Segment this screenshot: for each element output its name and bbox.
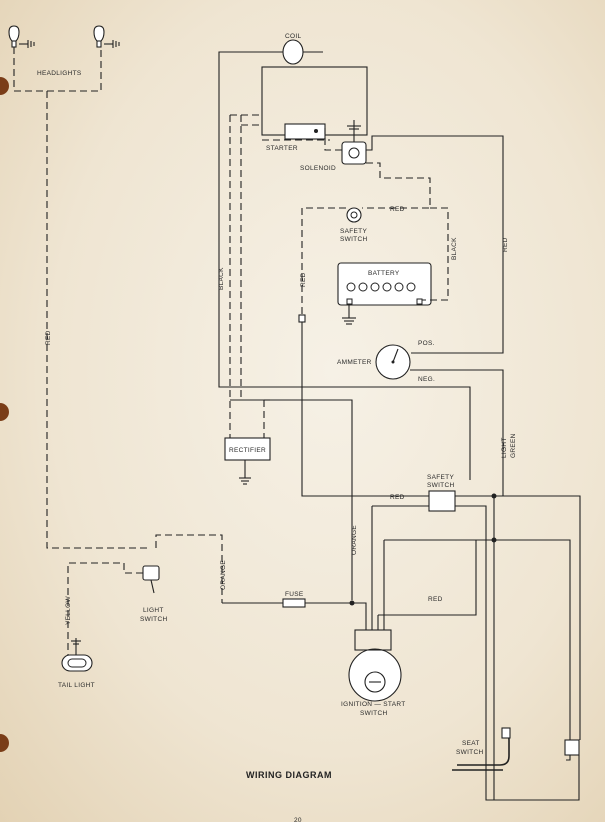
safety-switch-mid-icon — [428, 490, 456, 512]
ignition-start-switch-icon — [348, 648, 402, 702]
safety-switch-mid-label-2: SWITCH — [427, 482, 454, 489]
headlights-label: HEADLIGHTS — [37, 70, 82, 77]
rectifier-icon — [224, 437, 271, 461]
coil-icon — [282, 39, 304, 65]
wire-label-red-safety: RED — [390, 494, 405, 501]
seat-switch-label-1: SEAT — [462, 740, 480, 747]
ground-symbol-solenoid — [347, 120, 361, 142]
ground-symbol-battery — [342, 304, 356, 325]
ground-symbol-tail-light — [71, 638, 81, 655]
tail-light-icon — [61, 654, 93, 672]
light-switch-icon — [142, 565, 160, 581]
safety-switch-top-label-2: SWITCH — [340, 236, 367, 243]
seat-switch-label-2: SWITCH — [456, 749, 483, 756]
ignition-switch-label-1: IGNITION — START — [341, 701, 406, 708]
binder-hole-bottom — [0, 734, 9, 752]
wire-label-black-right: BLACK — [451, 237, 458, 260]
ignition-switch-label-2: SWITCH — [360, 710, 387, 717]
headlight-wiring — [13, 47, 150, 549]
safety-switch-mid-label-1: SAFETY — [427, 474, 454, 481]
tail-light-label: TAIL LIGHT — [58, 682, 95, 689]
starter-icon — [284, 123, 326, 140]
starter-label: STARTER — [266, 145, 298, 152]
wire-label-red-top: RED — [390, 206, 405, 213]
inline-connector — [298, 314, 306, 323]
solenoid-icon — [341, 141, 367, 165]
binder-hole-middle — [0, 403, 9, 421]
ammeter-pos-label: POS. — [418, 340, 435, 347]
coil-label: COIL — [285, 33, 301, 40]
junction-dots — [349, 493, 497, 606]
wire-label-orange-left: ORANGE — [220, 560, 227, 590]
fuse-icon — [282, 598, 306, 608]
fuse-label: FUSE — [285, 591, 304, 598]
battery-label: BATTERY — [368, 270, 400, 277]
wire-label-black-left: BLACK — [218, 267, 225, 290]
rectifier-label: RECTIFIER — [229, 447, 266, 454]
diagram-title: WIRING DIAGRAM — [246, 770, 332, 780]
wire-label-light: LIGHT — [501, 437, 508, 458]
wire-label-red-right: RED — [502, 237, 509, 252]
solenoid-label: SOLENOID — [300, 165, 336, 172]
binder-hole-top — [0, 77, 9, 95]
headlight-left-icon — [8, 25, 35, 48]
headlight-right-icon — [93, 25, 120, 48]
ground-symbol-rectifier — [239, 460, 251, 485]
safety-switch-top-icon — [346, 207, 362, 223]
wire-label-red-lower: RED — [428, 596, 443, 603]
wire-label-red-left: RED — [45, 330, 52, 345]
safety-switch-top-label-1: SAFETY — [340, 228, 367, 235]
seat-switch-connector — [564, 739, 580, 756]
wiring-lines — [67, 51, 581, 801]
battery-cells — [346, 282, 423, 305]
light-switch-label-2: SWITCH — [140, 616, 167, 623]
wire-label-orange-vertical: ORANGE — [351, 525, 358, 555]
page-number: 20 — [294, 817, 302, 822]
wire-label-green: GREEN — [510, 433, 517, 458]
ammeter-label: AMMETER — [337, 359, 372, 366]
wire-label-red-mid: RED — [300, 272, 307, 287]
light-switch-label-1: LIGHT — [143, 607, 164, 614]
ammeter-neg-label: NEG. — [418, 376, 435, 383]
